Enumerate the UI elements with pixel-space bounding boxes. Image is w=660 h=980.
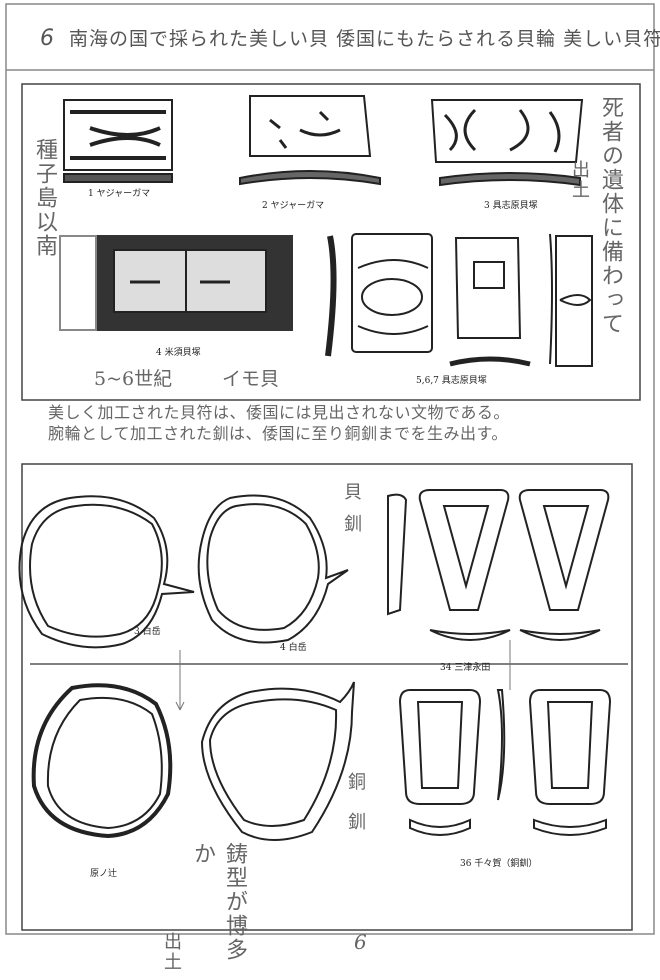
shell-plaque-2 (239, 95, 381, 186)
shell-plaque-1 (63, 99, 173, 183)
body-line: 腕輪として加工された釧は、倭国に至り銅釧までを生み出す。 (48, 424, 508, 443)
page-frame (5, 3, 655, 935)
body-text: 美しく加工された貝符は、倭国には見出されない文物である。 腕輪として加工された釧… (48, 402, 510, 444)
section-number: 6 (40, 26, 55, 51)
handwritten-note: 種子島以南 (32, 138, 57, 258)
caption: 36 千々賀（銅釧） (460, 859, 538, 869)
shell-plaque-6 (449, 237, 531, 367)
shell-plaque-4 (59, 235, 293, 331)
bronze-bracelet (200, 681, 355, 841)
title-text: 南海の国で採られた美しい貝 倭国にもたらされる貝輪 美しい貝符 (69, 28, 660, 50)
handwritten-note: 鋳型が博多か (190, 842, 247, 962)
body-line: 美しく加工された貝符は、倭国には見出されない文物である。 (48, 403, 510, 422)
shell-plaque-7 (549, 233, 593, 367)
upper-figure-frame (21, 83, 641, 401)
shell-plaque-3 (430, 99, 584, 187)
handwritten-note: 出土 (569, 160, 590, 200)
lower-figure-frame (21, 463, 633, 931)
caption: 2 ヤジャーガマ (262, 201, 325, 211)
caption: 5,6,7 具志原貝塚 (416, 376, 487, 386)
handwritten-note: イモ貝 (222, 368, 280, 390)
shell-bracelet-4 (197, 494, 349, 644)
bronze-bracelet-36 (398, 689, 612, 836)
shell-bracelet-harunotsuji (31, 683, 173, 839)
shell-bracelet-34 (387, 489, 610, 641)
caption: 3 具志原貝塚 (484, 201, 538, 211)
handwritten-note: 出土 (161, 932, 182, 972)
handwritten-note: 死者の遺体に備わって (598, 96, 623, 336)
handwritten-label: 貝釧 (341, 482, 362, 546)
shell-bracelet-3 (18, 495, 195, 649)
page-title: 6 南海の国で採られた美しい貝 倭国にもたらされる貝輪 美しい貝符 (40, 24, 660, 51)
caption: 4 米須貝塚 (156, 348, 201, 358)
arrow-icon (175, 650, 185, 711)
handwritten-label: 銅釧 (345, 772, 366, 852)
caption: 4 白岳 (280, 643, 307, 653)
shell-plaque-5 (325, 233, 433, 357)
caption: 3 白岳 (134, 627, 161, 637)
caption: 34 三津永田 (440, 663, 491, 673)
page-number: 6 (354, 930, 367, 954)
caption: 1 ヤジャーガマ (88, 189, 151, 199)
handwritten-note: 5~6世紀 (94, 368, 173, 390)
caption: 原ノ辻 (90, 869, 118, 879)
